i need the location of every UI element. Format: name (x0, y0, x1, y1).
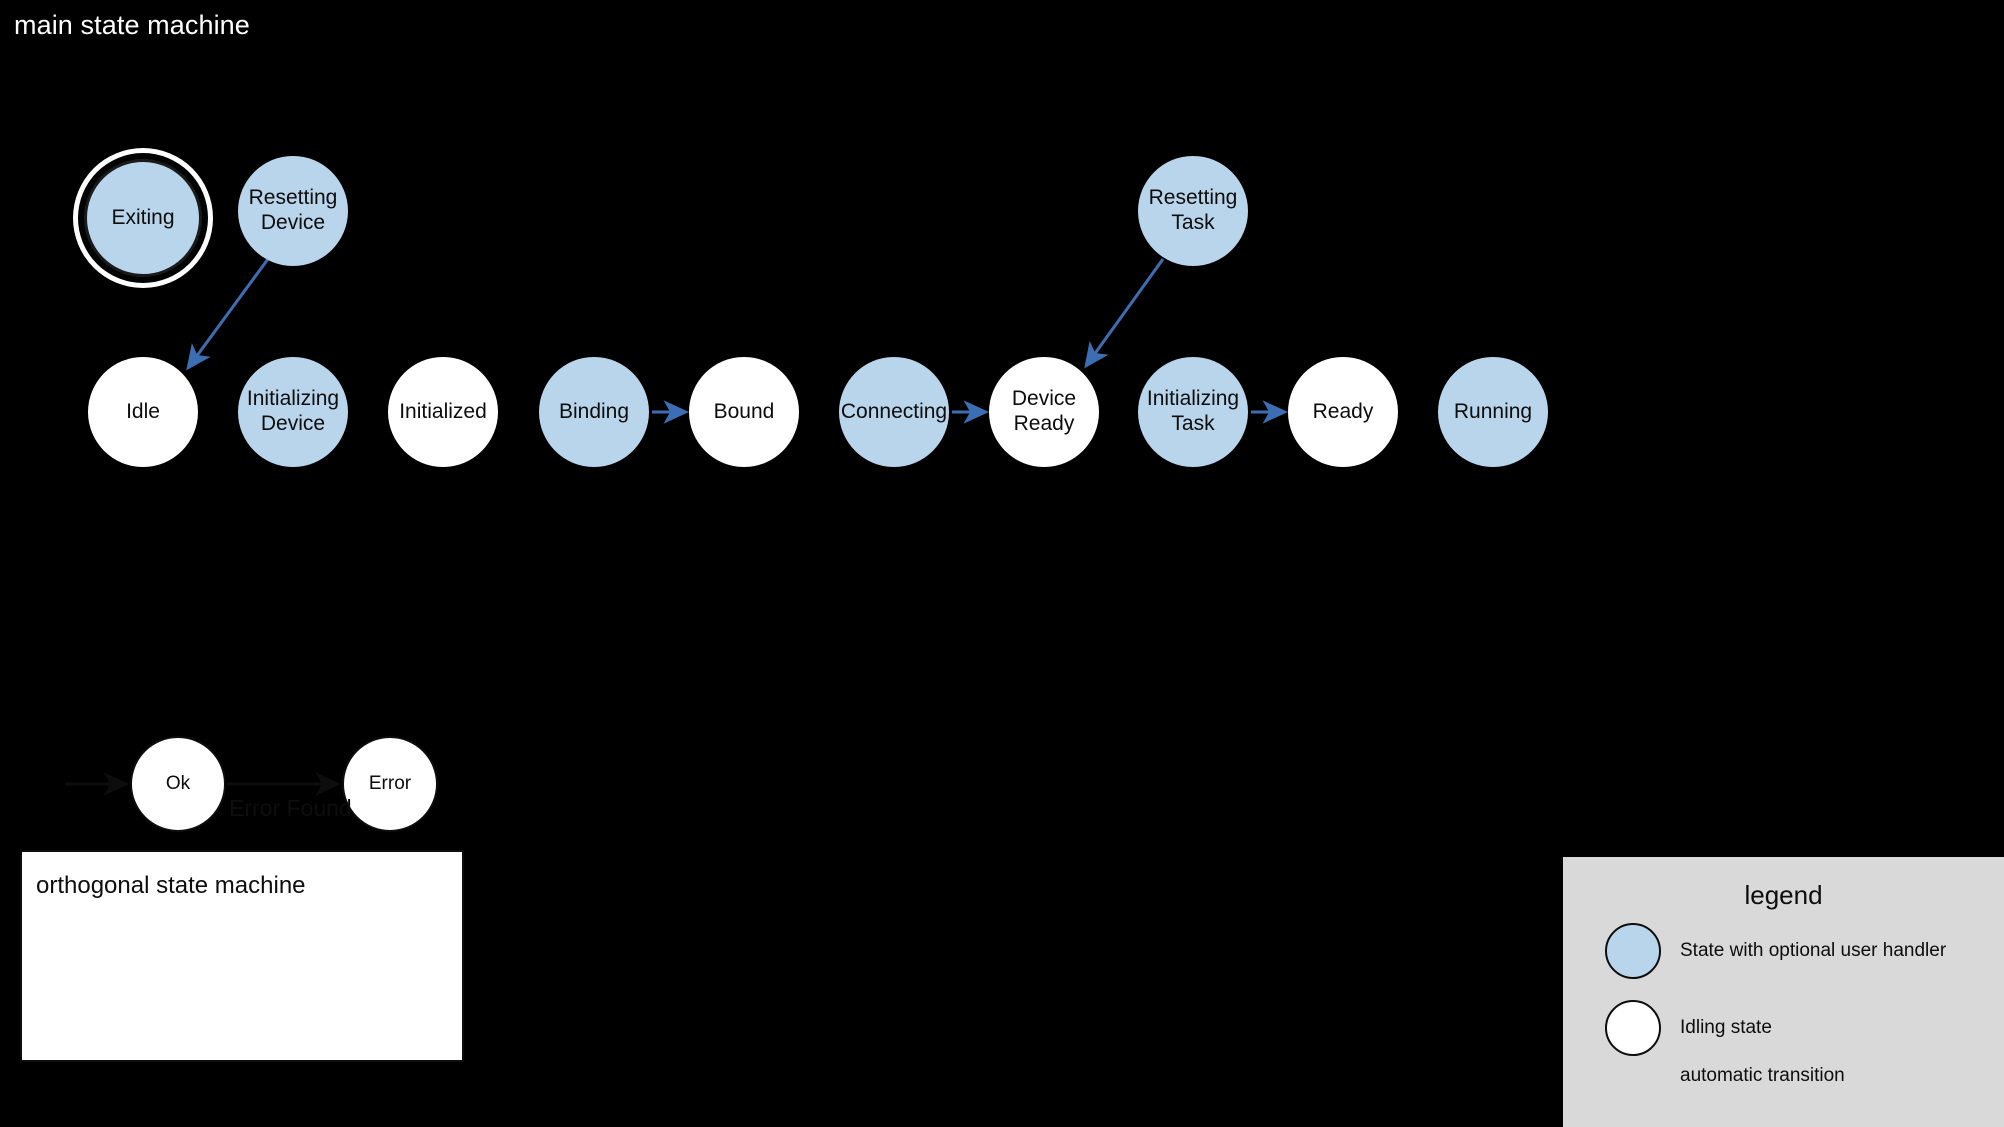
state-node-binding[interactable]: Binding (539, 357, 649, 467)
legend-label-idling-state: Idling state (1680, 1017, 1772, 1038)
state-node-exiting[interactable]: Exiting (84, 159, 202, 277)
legend-swatch-handler-state (1605, 923, 1661, 979)
state-label-binding: Binding (558, 399, 630, 423)
state-label-running: Running (1453, 399, 1533, 423)
orthogonal-state-machine-box (20, 850, 464, 1062)
transition-edges (186, 258, 1288, 424)
page-title: main state machine (14, 10, 250, 40)
state-node-running[interactable]: Running (1438, 357, 1548, 467)
orthogonal-state-label-ok: Ok (165, 773, 191, 794)
state-node-idle[interactable]: Idle (88, 357, 198, 467)
legend-label-automatic-transition: automatic transition (1680, 1065, 1845, 1086)
orthogonal-state-node-ok[interactable]: Ok (130, 736, 226, 832)
initial-state-dot-icon (35, 769, 65, 799)
legend-panel (1563, 857, 2004, 1127)
state-node-bound[interactable]: Bound (689, 357, 799, 467)
state-node-ready[interactable]: Ready (1288, 357, 1398, 467)
state-node-connecting[interactable]: Connecting (839, 357, 949, 467)
edge-resetting-task-to-device-ready (1084, 258, 1165, 369)
legend-title: legend (1744, 880, 1823, 910)
state-label-exiting: Exiting (111, 205, 175, 229)
state-node-initialized[interactable]: Initialized (388, 357, 498, 467)
legend-label-handler-state: State with optional user handler (1680, 940, 1947, 961)
orthogonal-state-node-error[interactable]: Error (342, 736, 438, 832)
orthogonal-state-machine-title: orthogonal state machine (36, 872, 306, 899)
orthogonal-state-label-error: Error (368, 773, 412, 794)
state-label-initialized: Initialized (399, 399, 487, 423)
state-label-idle: Idle (126, 399, 160, 423)
state-label-ready: Ready (1312, 399, 1374, 423)
state-label-bound: Bound (713, 399, 775, 423)
orthogonal-edge-label-error-found: Error Found (229, 795, 352, 821)
state-label-connecting: Connecting (840, 399, 948, 423)
edge-resetting-device-to-idle (186, 258, 270, 371)
legend-swatch-idling-state (1605, 1000, 1661, 1056)
